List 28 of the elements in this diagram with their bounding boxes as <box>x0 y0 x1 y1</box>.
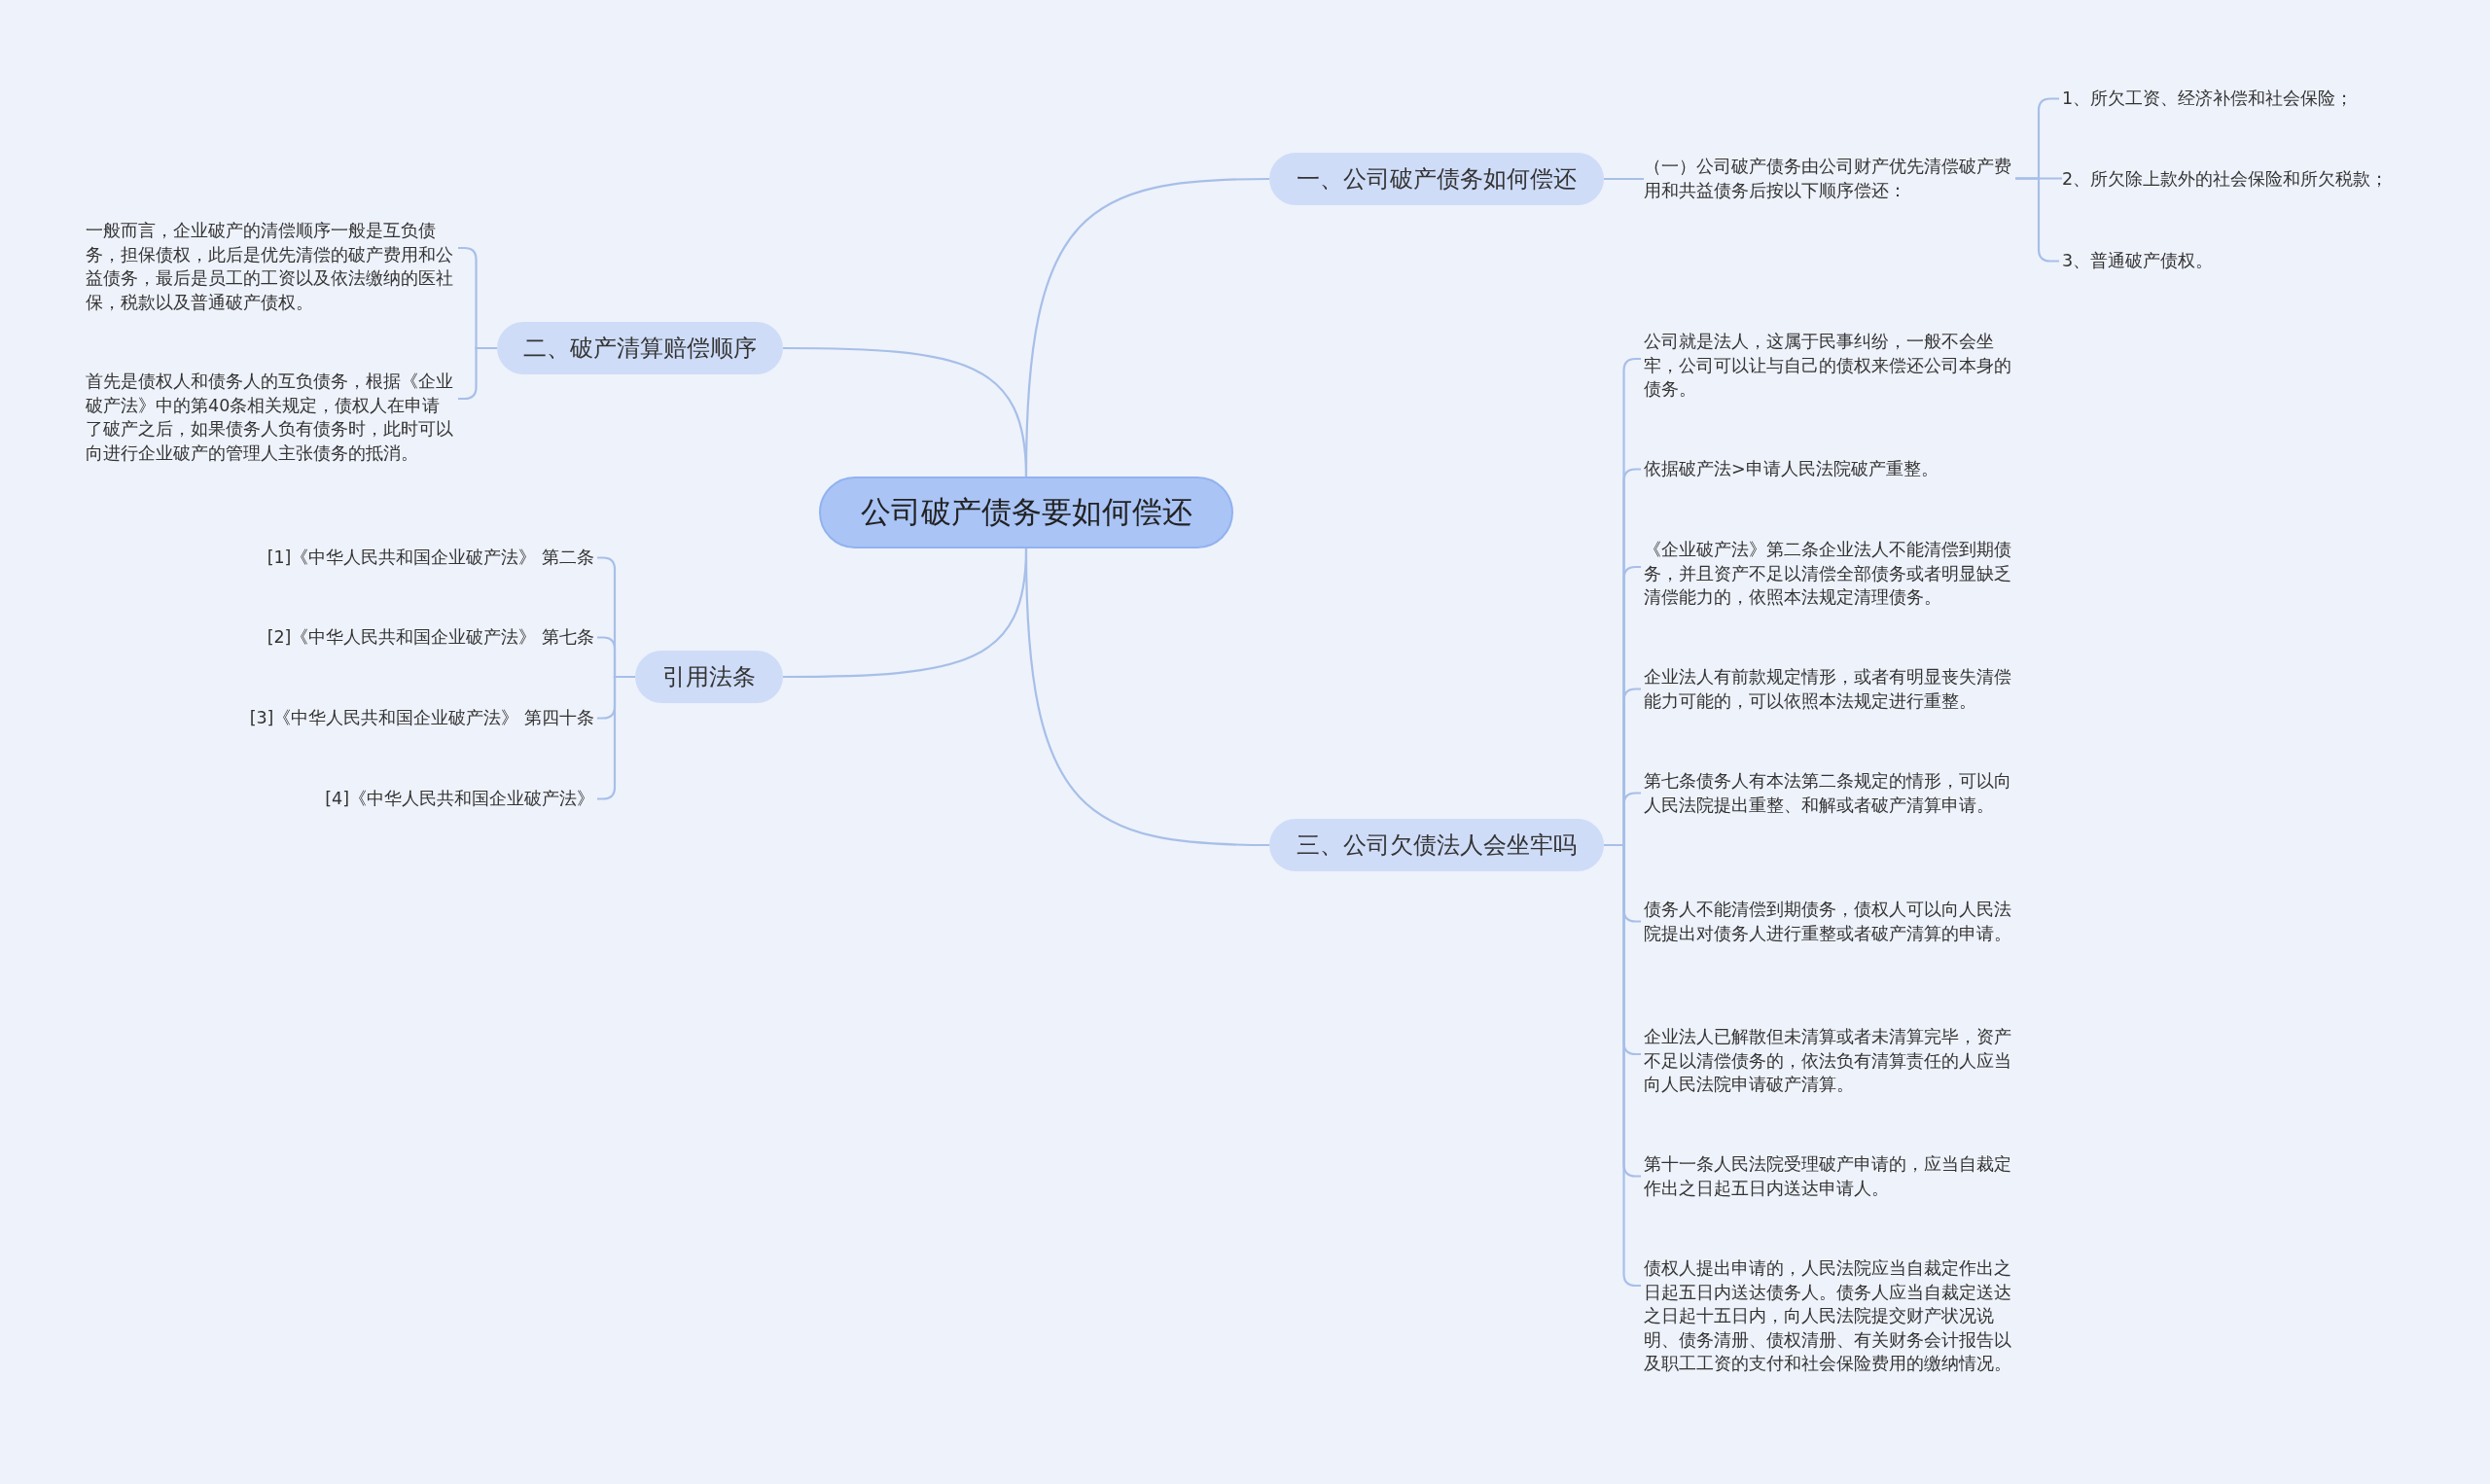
topic-text: 1、所欠工资、经济补偿和社会保险； <box>2062 87 2354 111</box>
topic-text: [1]《中华人民共和国企业破产法》 第二条 <box>195 546 594 570</box>
branch-topic: 一、公司破产债务如何偿还 <box>1269 153 1604 205</box>
topic-text: [3]《中华人民共和国企业破产法》 第四十条 <box>195 706 594 730</box>
topic-text: 首先是债权人和债务人的互负债务，根据《企业破产法》中的第40条相关规定，债权人在申请了破产之后，如果债务人负有债务时，此时可以向进行企业破产的管理人主张债务的抵消。 <box>86 370 455 465</box>
topic-text: 《企业破产法》第二条企业法人不能清偿到期债务，并且资产不足以清偿全部债务或者明显缺乏清偿能力的，依照本法规定清理债务。 <box>1644 538 2015 610</box>
topic-text: 依据破产法>申请人民法院破产重整。 <box>1644 457 2015 481</box>
connector-line <box>1024 548 1269 847</box>
branch-topic: 二、破产清算赔偿顺序 <box>497 322 783 374</box>
topic-text: 企业法人已解散但未清算或者未清算完毕，资产不足以清偿债务的，依法负有清算责任的人应当向人民法院申请破产清算。 <box>1644 1025 2015 1097</box>
topic-text: 3、普通破产债权。 <box>2062 249 2214 273</box>
topic-text: 2、所欠除上款外的社会保险和所欠税款； <box>2062 167 2389 192</box>
topic-text: 第七条债务人有本法第二条规定的情形，可以向人民法院提出重整、和解或者破产清算申请。 <box>1644 769 2015 817</box>
connector-line <box>1604 177 1644 181</box>
topic-text: 公司就是法人，这属于民事纠纷，一般不会坐牢，公司可以让与自己的债权来偿还公司本身的债务。 <box>1644 330 2015 402</box>
topic-text: 企业法人有前款规定情形，或者有明显丧失清偿能力可能的，可以依照本法规定进行重整。 <box>1644 665 2015 713</box>
topic-text: [4]《中华人民共和国企业破产法》 <box>195 787 594 811</box>
topic-text: 第十一条人民法院受理破产申请的，应当自裁定作出之日起五日内送达申请人。 <box>1644 1152 2015 1200</box>
connector-line <box>458 346 497 401</box>
topic-text: [2]《中华人民共和国企业破产法》 第七条 <box>195 625 594 650</box>
topic-text: 债务人不能清偿到期债务，债权人可以向人民法院提出对债务人进行重整或者破产清算的申请。 <box>1644 898 2015 945</box>
branch-topic: 引用法条 <box>635 651 783 703</box>
topic-text: 一般而言，企业破产的清偿顺序一般是互负债务，担保债权，此后是优先清偿的破产费用和公益债务，最后是员工的工资以及依法缴纳的医社保，税款以及普通破产债权。 <box>86 219 455 314</box>
central-topic: 公司破产债务要如何偿还 <box>819 477 1233 548</box>
topic-text: （一）公司破产债务由公司财产优先清偿破产费用和共益债务后按以下顺序偿还： <box>1644 155 2015 202</box>
connector-line <box>783 346 1028 477</box>
branch-topic: 三、公司欠债法人会坐牢吗 <box>1269 819 1604 871</box>
topic-text: 债权人提出申请的，人民法院应当自裁定作出之日起五日内送达债务人。债务人应当自裁定送达之日起十五日内，向人民法院提交财产状况说明、债务清册、债权清册、有关财务会计报告以及职工工资的支付和社会保险费用的缴纳情况。 <box>1644 1256 2015 1376</box>
